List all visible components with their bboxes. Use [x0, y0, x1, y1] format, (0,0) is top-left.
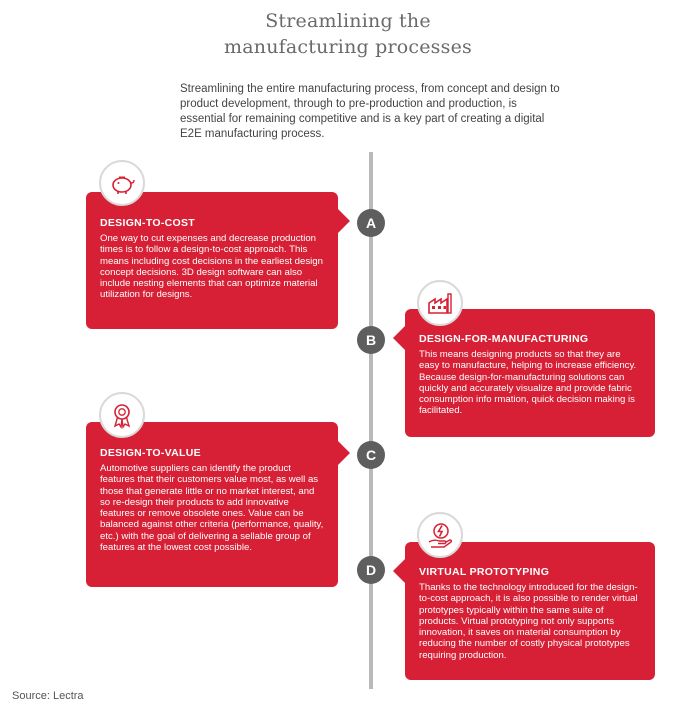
piggy-bank-icon	[99, 160, 145, 206]
card-body: Automotive suppliers can identify the pr…	[100, 463, 324, 554]
marker-b: B	[357, 326, 385, 354]
card-title: DESIGN-FOR-MANUFACTURING	[419, 333, 589, 345]
intro-text: Streamlining the entire manufacturing pr…	[180, 83, 560, 140]
timeline-line	[369, 152, 373, 689]
card-pointer	[338, 209, 350, 233]
marker-d: D	[357, 556, 385, 584]
card-title: DESIGN-TO-VALUE	[100, 447, 201, 459]
card-title: DESIGN-TO-COST	[100, 217, 196, 229]
card-design-for-manufacturing: DESIGN-FOR-MANUFACTURING This means desi…	[393, 309, 655, 437]
card-pointer	[393, 326, 405, 350]
factory-icon	[417, 280, 463, 326]
award-ribbon-icon	[99, 392, 145, 438]
title-line-1: Streamlining the	[265, 10, 431, 32]
card-design-to-value: DESIGN-TO-VALUE Automotive suppliers can…	[86, 422, 350, 587]
card-design-to-cost: DESIGN-TO-COST One way to cut expenses a…	[86, 192, 350, 329]
card-pointer	[393, 559, 405, 583]
card-virtual-prototyping: VIRTUAL PROTOTYPING Thanks to the techno…	[393, 542, 655, 680]
hand-lightning-icon	[417, 512, 463, 558]
page-title: Streamlining the manufacturing processes	[0, 8, 696, 60]
card-body: One way to cut expenses and decrease pro…	[100, 233, 323, 301]
card-body: Thanks to the technology introduced for …	[419, 582, 638, 661]
marker-a: A	[357, 209, 385, 237]
marker-c: C	[357, 441, 385, 469]
card-title: VIRTUAL PROTOTYPING	[419, 566, 550, 578]
card-pointer	[338, 441, 350, 465]
card-body: This means designing products so that th…	[419, 349, 637, 417]
source-note: Source: Lectra	[12, 690, 84, 702]
title-line-2: manufacturing processes	[224, 36, 472, 58]
